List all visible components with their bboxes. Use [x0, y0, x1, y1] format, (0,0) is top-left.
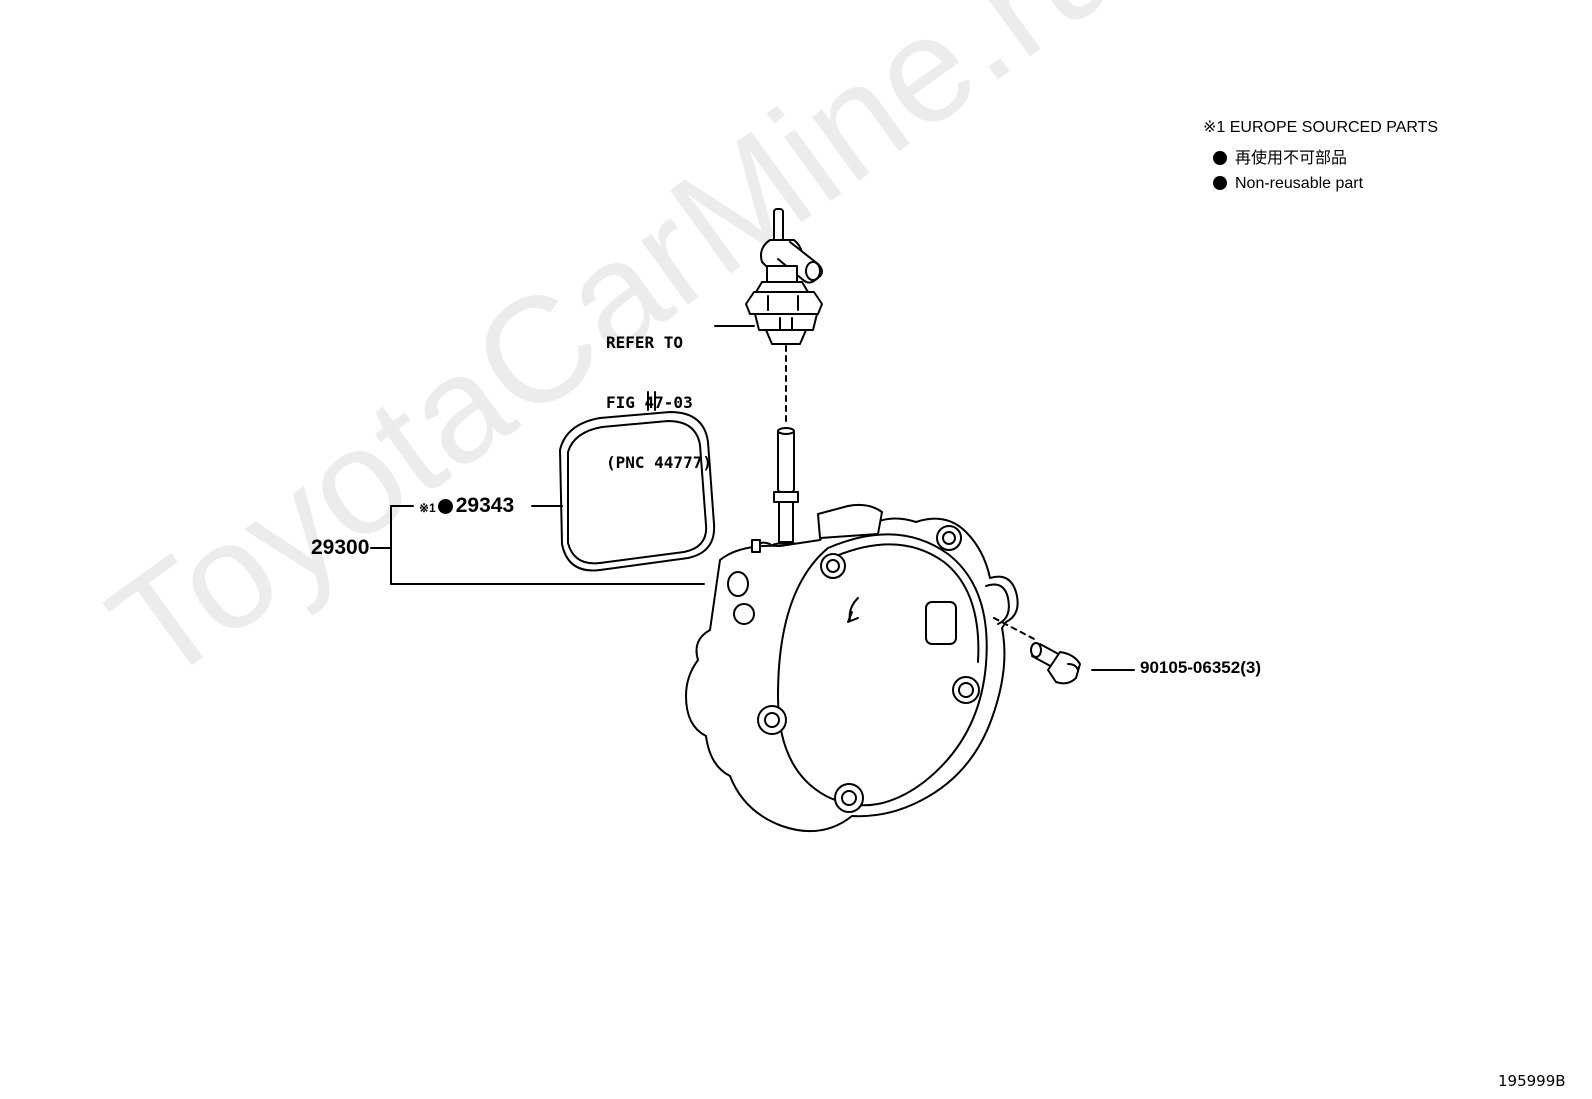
legend-non-reusable-jp: 再使用不可部品 — [1213, 151, 1347, 167]
pump-part-callout[interactable]: 29300 — [311, 536, 370, 559]
gasket-part-callout[interactable]: ※1 29343 — [419, 495, 514, 516]
legend-europe-note: ※1 EUROPE SOURCED PARTS — [1203, 119, 1439, 136]
gasket-part-number: 29343 — [455, 494, 515, 517]
figure-id: 195999B — [1498, 1072, 1566, 1090]
legend-en-text: Non-reusable part — [1235, 175, 1364, 192]
refer-line-1: REFER TO — [606, 333, 684, 352]
europe-mark: ※1 — [419, 501, 436, 515]
hose-connector-drawing — [745, 208, 823, 345]
refer-to-callout[interactable]: REFER TO FIG 47-03 (PNC 44777) — [606, 293, 712, 513]
legend-non-reusable-en: Non-reusable part — [1213, 176, 1363, 192]
non-reusable-bullet-icon — [1213, 176, 1227, 190]
non-reusable-bullet-icon — [437, 499, 453, 514]
bolt-drawing — [1030, 642, 1081, 685]
refer-line-3: (PNC 44777) — [606, 453, 712, 472]
refer-line-2: FIG 47-03 — [606, 393, 693, 412]
bolt-guide-dashed-line — [993, 617, 1037, 641]
nipple-drawing — [763, 427, 809, 562]
assembly-bracket — [370, 505, 705, 585]
gasket-drawing — [559, 391, 716, 572]
legend-jp-text: 再使用不可部品 — [1235, 150, 1348, 167]
vacuum-pump-body — [685, 503, 1019, 833]
bolt-part-callout[interactable]: 90105-06352(3) — [1140, 658, 1261, 677]
non-reusable-bullet-icon — [1213, 151, 1227, 165]
